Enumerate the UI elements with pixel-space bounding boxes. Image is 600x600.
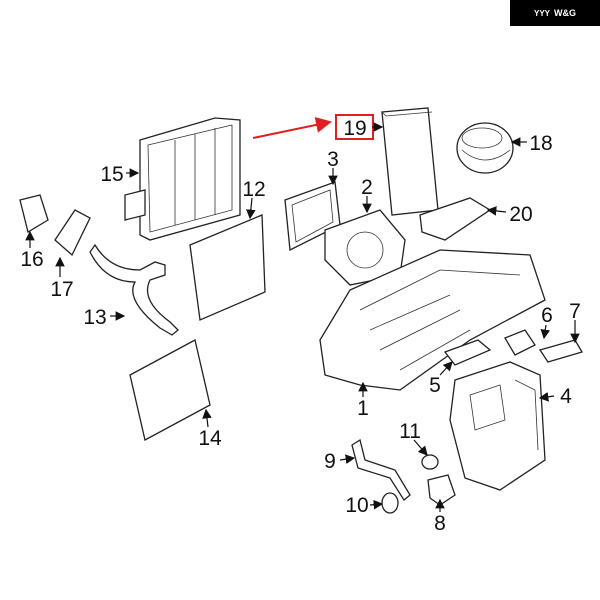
- part-valve: [427, 474, 456, 506]
- part-pipes: [89, 243, 179, 336]
- callout-16: 16: [20, 248, 43, 271]
- part-heater-panel: [129, 339, 211, 441]
- leader-lines: [25, 122, 580, 512]
- part-distribution-housing: [449, 361, 546, 491]
- highlight-arrow: [252, 117, 332, 139]
- callout-15: 15: [100, 163, 123, 186]
- part-plug: [421, 454, 439, 470]
- callout-17: 17: [50, 278, 73, 301]
- callout-7: 7: [569, 300, 581, 323]
- callout-1: 1: [357, 397, 369, 420]
- part-hvac-housing: [319, 249, 546, 391]
- logo-text: W&G: [554, 8, 576, 18]
- part-drain-tube: [351, 438, 411, 501]
- callout-9: 9: [324, 450, 336, 473]
- callout-13: 13: [83, 306, 106, 329]
- part-bracket: [419, 197, 492, 241]
- part-heater-core: [189, 214, 266, 321]
- part-clip: [504, 329, 536, 356]
- part-bracket-small: [538, 339, 583, 363]
- part-grommet: [381, 492, 399, 514]
- callout-6: 6: [541, 304, 553, 327]
- callout-4: 4: [560, 385, 572, 408]
- part-cabin-filter: [381, 107, 439, 216]
- part-sensor: [19, 194, 49, 234]
- callout-11: 11: [399, 420, 421, 443]
- logo-mark: YYY: [533, 8, 550, 18]
- callout-10: 10: [345, 494, 368, 517]
- callout-8: 8: [434, 512, 446, 535]
- callout-5: 5: [429, 374, 441, 397]
- brand-logo: YYY W&G: [510, 0, 600, 26]
- callout-18: 18: [529, 132, 552, 155]
- part-actuator: [54, 209, 91, 257]
- callout-20: 20: [509, 203, 532, 226]
- callout-19: 19: [343, 117, 366, 140]
- callout-3: 3: [327, 148, 339, 171]
- callout-14: 14: [198, 427, 222, 450]
- callout-2: 2: [361, 176, 373, 199]
- callout-12: 12: [242, 178, 265, 201]
- part-evaporator: [124, 117, 241, 241]
- part-gasket: [443, 339, 492, 366]
- part-blower-motor: [456, 122, 514, 174]
